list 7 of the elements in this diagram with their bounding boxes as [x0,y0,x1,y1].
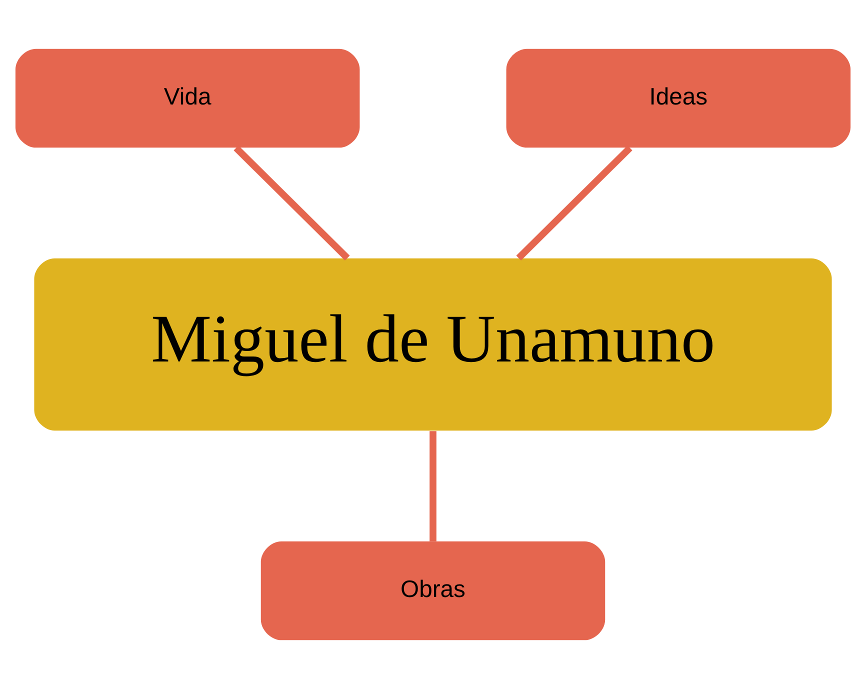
node-box: Vida [15,48,360,148]
connector [430,430,436,541]
node-box: Obras [260,540,606,640]
connector [234,144,350,260]
node-box: Ideas [506,48,851,148]
connector [516,144,632,260]
node-box: Miguel de Unamuno [34,258,832,430]
